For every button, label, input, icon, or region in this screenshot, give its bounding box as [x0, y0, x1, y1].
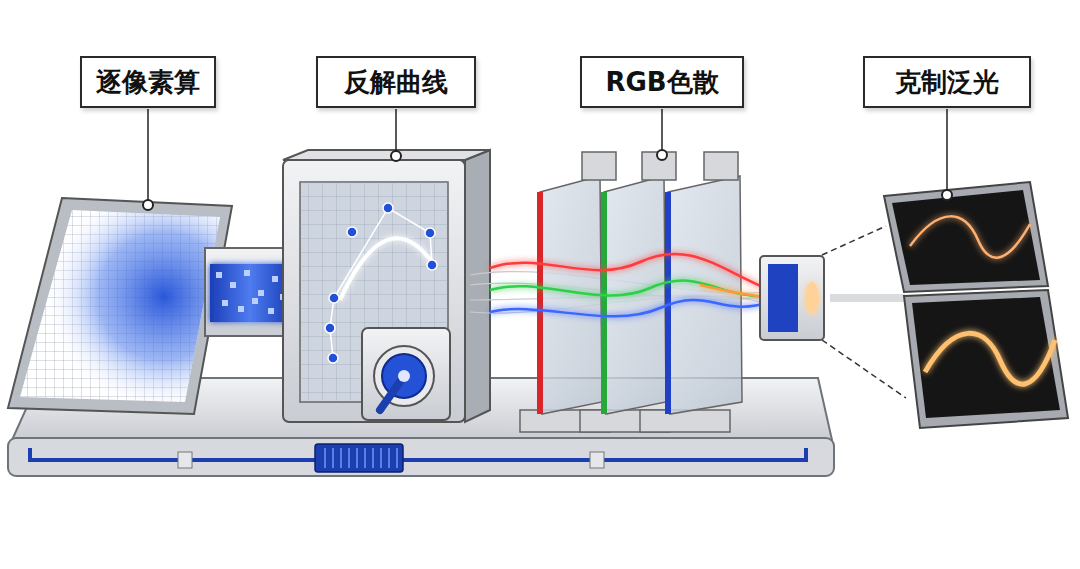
curve-box	[283, 150, 490, 422]
rgb-panels-part	[640, 410, 730, 432]
pixel-tube-part	[222, 300, 228, 306]
pixel-tube-part	[216, 272, 222, 278]
pixel-tube-part	[238, 306, 244, 312]
leader-lines	[143, 109, 952, 210]
curve-box-part	[383, 203, 393, 213]
base-platform-part	[340, 448, 342, 468]
pixel-tube-part	[268, 308, 274, 314]
curve-box-part	[427, 260, 437, 270]
base-platform-part	[372, 448, 374, 468]
pixel-tube-part	[210, 264, 290, 322]
rgb-panels	[490, 152, 775, 432]
leader-lines-part	[946, 109, 948, 190]
callout-label: 克制泛光	[895, 68, 999, 97]
callout-box: RGB色散	[580, 56, 744, 108]
lens-block-part	[822, 226, 886, 255]
pixel-panel-part	[20, 210, 220, 402]
callout-box: 反解曲线	[316, 56, 476, 108]
callout-box: 克制泛光	[863, 56, 1031, 108]
base-platform-part	[332, 448, 334, 468]
callout-label: 逐像素算	[96, 68, 200, 97]
lens-block-part	[830, 294, 905, 302]
curve-box-part	[425, 228, 435, 238]
callout-label: 反解曲线	[344, 68, 448, 97]
pixel-tube-part	[205, 248, 295, 336]
pixel-panel-part	[20, 210, 220, 402]
output-panels-part	[910, 216, 1030, 257]
curve-box-part	[347, 227, 357, 237]
base-platform-part	[388, 448, 390, 468]
output-panels-part	[904, 290, 1068, 428]
leader-lines-part	[657, 150, 667, 160]
lens-block-part	[768, 264, 798, 332]
pixel-tube-part	[230, 282, 236, 288]
rgb-panels-part	[704, 152, 738, 180]
curve-box-part	[465, 150, 490, 422]
base-platform-part	[30, 448, 806, 460]
base-platform-part	[178, 452, 192, 468]
base-platform-part	[8, 438, 834, 476]
curve-box-part	[325, 323, 335, 333]
base-platform-part	[325, 448, 397, 468]
pixel-tube-part	[272, 276, 278, 282]
curve-box-part	[374, 346, 434, 406]
pixel-tube-part	[258, 290, 264, 296]
curve-box-part	[362, 328, 450, 420]
pixel-panel-part	[20, 210, 220, 402]
base-platform-part	[315, 444, 403, 472]
lens-block-part	[760, 256, 824, 340]
pixel-panel	[8, 198, 232, 414]
rgb-panels-part	[490, 281, 770, 297]
base-platform-part	[590, 452, 604, 468]
leader-lines-part	[942, 190, 952, 200]
pixel-panel-part	[8, 198, 232, 414]
base-platform-part	[364, 448, 366, 468]
base-platform-part	[356, 448, 358, 468]
rgb-panels-part	[537, 192, 543, 414]
curve-box-part	[329, 293, 339, 303]
output-panels-part	[912, 297, 1060, 418]
curve-box-part	[398, 370, 410, 382]
lens-block	[760, 226, 906, 398]
pixel-tube-part	[244, 270, 250, 276]
rgb-panels-part	[601, 192, 607, 414]
curve-box-part	[380, 376, 404, 410]
base-platform-part	[324, 448, 326, 468]
rgb-panels-part	[582, 152, 616, 180]
callout-label: RGB色散	[605, 68, 718, 97]
curve-box-part	[340, 238, 432, 300]
pixel-tube-part	[252, 298, 258, 304]
base-platform-part	[396, 448, 398, 468]
base-platform-part	[348, 448, 350, 468]
pixel-tube	[205, 248, 295, 336]
output-panels-part	[892, 190, 1040, 285]
leader-lines-part	[147, 109, 149, 200]
lens-block-part	[822, 340, 906, 398]
output-panels-part	[884, 182, 1048, 292]
leader-lines-part	[391, 151, 401, 161]
curve-box-part	[283, 160, 465, 422]
callout-box: 逐像素算	[80, 56, 216, 108]
leader-lines-part	[661, 109, 663, 150]
curve-box-part	[283, 150, 490, 160]
rgb-panels-part	[490, 300, 770, 316]
rgb-panels-part	[490, 254, 775, 316]
output-panels	[884, 182, 1068, 428]
rgb-panels-part	[490, 254, 770, 290]
leader-lines-part	[395, 109, 397, 151]
lens-block-part	[805, 282, 819, 314]
base-platform-part	[380, 448, 382, 468]
rgb-panels-part	[668, 176, 742, 414]
pixel-tube-part	[216, 270, 286, 314]
leader-lines-part	[143, 200, 153, 210]
curve-box-part	[328, 353, 338, 363]
output-panels-part	[925, 333, 1055, 384]
